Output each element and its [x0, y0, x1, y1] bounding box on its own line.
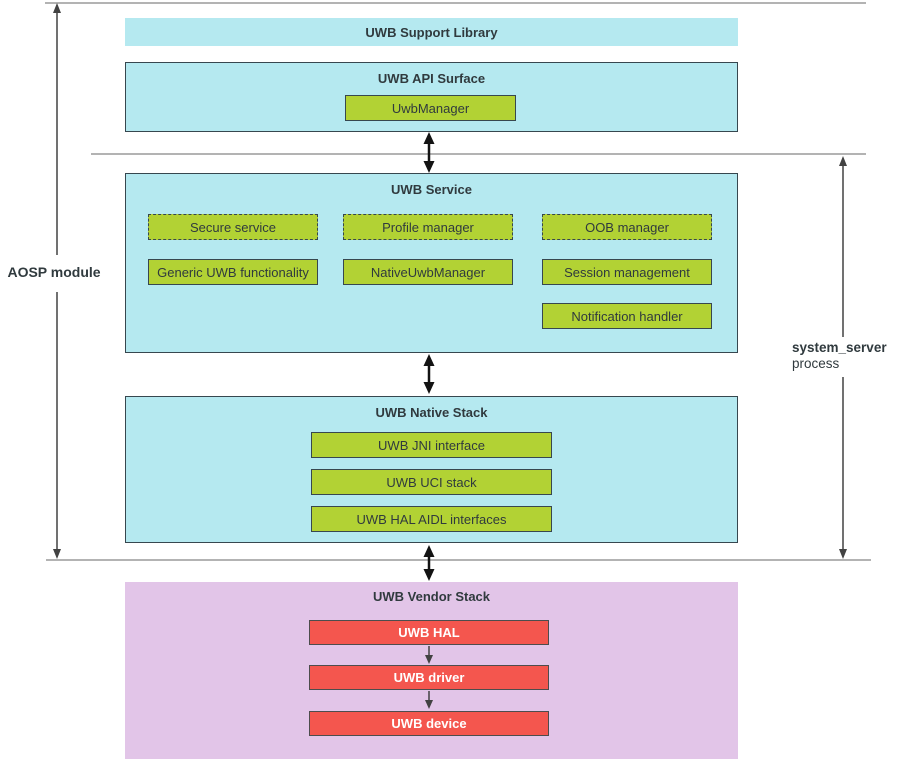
uwb-uci-stack-box: UWB UCI stack: [311, 469, 552, 495]
system-server-label: system_server: [792, 340, 887, 355]
aosp-module-label: AOSP module: [2, 264, 106, 280]
arrow-down-icon: [839, 549, 847, 559]
uwb-vendor-stack-box: UWB Vendor Stack UWB HAL UWB driver UWB …: [125, 582, 738, 759]
uwb-service-title: UWB Service: [391, 182, 472, 197]
uwb-hal-box: UWB HAL: [309, 620, 549, 645]
generic-uwb-functionality-box: Generic UWB functionality: [148, 259, 318, 285]
system-server-process-label: system_server process: [792, 340, 887, 372]
notification-handler-box: Notification handler: [542, 303, 712, 329]
aosp-module-extent-arrow: [53, 3, 61, 559]
uwb-support-library-box: UWB Support Library: [125, 18, 738, 46]
uwb-support-library-title: UWB Support Library: [365, 24, 498, 40]
nativeuwbmanager-box: NativeUwbManager: [343, 259, 513, 285]
arrow-up-icon: [53, 3, 61, 13]
arrow-up-icon: [839, 156, 847, 166]
session-management-box: Session management: [542, 259, 712, 285]
uwb-hal-aidl-interfaces-box: UWB HAL AIDL interfaces: [311, 506, 552, 532]
uwb-api-surface-box: UWB API Surface UwbManager: [125, 62, 738, 132]
process-label: process: [792, 356, 840, 371]
oob-manager-box: OOB manager: [542, 214, 712, 240]
double-arrow-api-service-icon: [423, 132, 435, 173]
double-arrow-native-vendor-icon: [423, 545, 435, 581]
uwb-api-surface-title: UWB API Surface: [377, 71, 486, 86]
uwbmanager-box: UwbManager: [345, 95, 516, 121]
uwb-device-box: UWB device: [309, 711, 549, 736]
uwb-service-box: UWB Service Secure service Profile manag…: [125, 173, 738, 353]
uwb-vendor-stack-title: UWB Vendor Stack: [372, 589, 491, 604]
secure-service-box: Secure service: [148, 214, 318, 240]
double-arrow-service-native-icon: [423, 354, 435, 394]
arrow-down-icon: [53, 549, 61, 559]
profile-manager-box: Profile manager: [343, 214, 513, 240]
uwb-jni-interface-box: UWB JNI interface: [311, 432, 552, 458]
uwb-native-stack-title: UWB Native Stack: [375, 405, 488, 420]
uwb-native-stack-box: UWB Native Stack UWB JNI interface UWB U…: [125, 396, 738, 543]
uwb-driver-box: UWB driver: [309, 665, 549, 690]
